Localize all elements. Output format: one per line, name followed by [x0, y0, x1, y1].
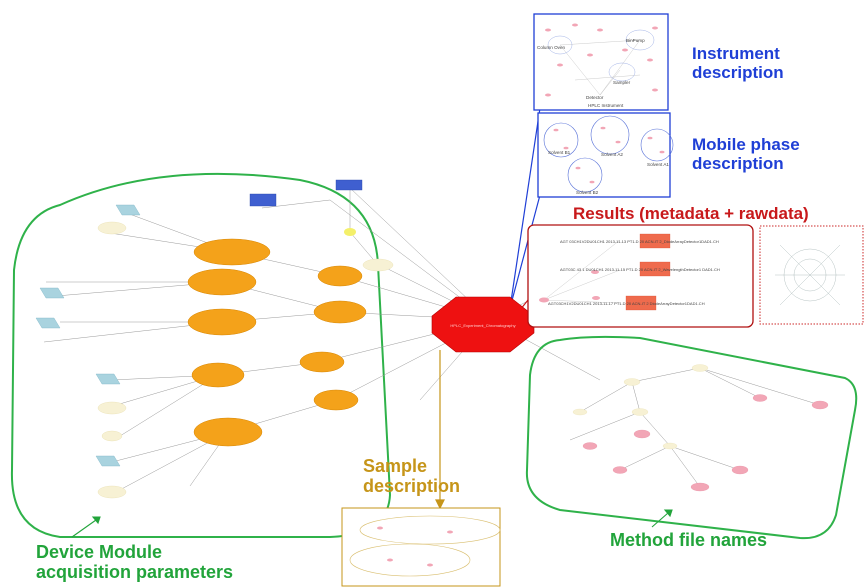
mobile-phase-node-label: Solvent B1 — [548, 150, 571, 155]
cream-nodes — [97, 221, 394, 499]
orange-nodes — [187, 238, 367, 447]
device-module-label: Device Module acquisition parameters — [36, 542, 233, 582]
sample-panel — [341, 507, 501, 587]
device-arrow — [71, 516, 101, 538]
mobile-phase-panel — [537, 112, 674, 198]
result-row-label: AGT 03CH1V2DU01CH1 2013-11-13 PT1.D 20 A… — [560, 239, 719, 244]
instrument-node-label: Column Oven — [537, 45, 566, 50]
instrument-connectors — [509, 107, 541, 309]
mobile-phase-label-line1: Mobile phase — [692, 135, 800, 154]
instrument-node-label: BinPump — [626, 38, 645, 43]
light-blue-nodes — [35, 204, 141, 467]
result-row-label: AGT03CH1V2DU01CH1 2013-11-17 PT1.D 20 AC… — [548, 301, 705, 306]
results-label: Results (metadata + rawdata) — [573, 204, 809, 223]
sample-label-line2: description — [363, 476, 461, 497]
device-label-line1: Device Module — [36, 542, 163, 562]
mobile-phase-description-label: Mobile phase description — [692, 135, 800, 173]
sample-description-label: Sample description — [363, 456, 460, 496]
method-arrow — [651, 509, 673, 528]
device-label-line2: acquisition parameters — [36, 562, 234, 583]
mobile-phase-node-label: Solvent A1 — [647, 162, 669, 167]
instrument-description-label: Instrument description — [692, 44, 784, 82]
instrument-label-line2: description — [692, 63, 784, 83]
instrument-node-label: HPLC Instrument — [588, 103, 624, 108]
result-row-label: AGT03C 43 1 DU01CH1 2013-11-15 PT1.D 20 … — [560, 267, 720, 272]
method-files-boundary — [525, 335, 858, 540]
blue-box-nodes — [249, 179, 363, 207]
mobile-phase-label-line2: description — [692, 154, 784, 174]
sample-arrow — [435, 350, 445, 510]
yellow-node — [344, 228, 356, 236]
results-panel — [527, 224, 754, 328]
mobile-phase-node-label: Solvent A2 — [601, 152, 623, 157]
method-pink-nodes — [582, 394, 829, 492]
rawdata-panel — [759, 225, 864, 325]
sample-label-line1: Sample — [363, 456, 428, 476]
svg-text:HPLC_Experiment_Chromatography: HPLC_Experiment_Chromatography — [450, 323, 515, 328]
instrument-node-label: Sampler — [613, 80, 631, 85]
central-octagon-node — [431, 296, 535, 353]
mobile-phase-node-label: Solvent B2 — [576, 190, 599, 195]
instrument-node-label: Detector — [586, 95, 604, 100]
method-cream-nodes — [572, 364, 709, 450]
instrument-label-line1: Instrument — [692, 44, 780, 63]
method-file-names-label: Method file names — [610, 530, 768, 550]
instrument-panel — [533, 13, 669, 111]
